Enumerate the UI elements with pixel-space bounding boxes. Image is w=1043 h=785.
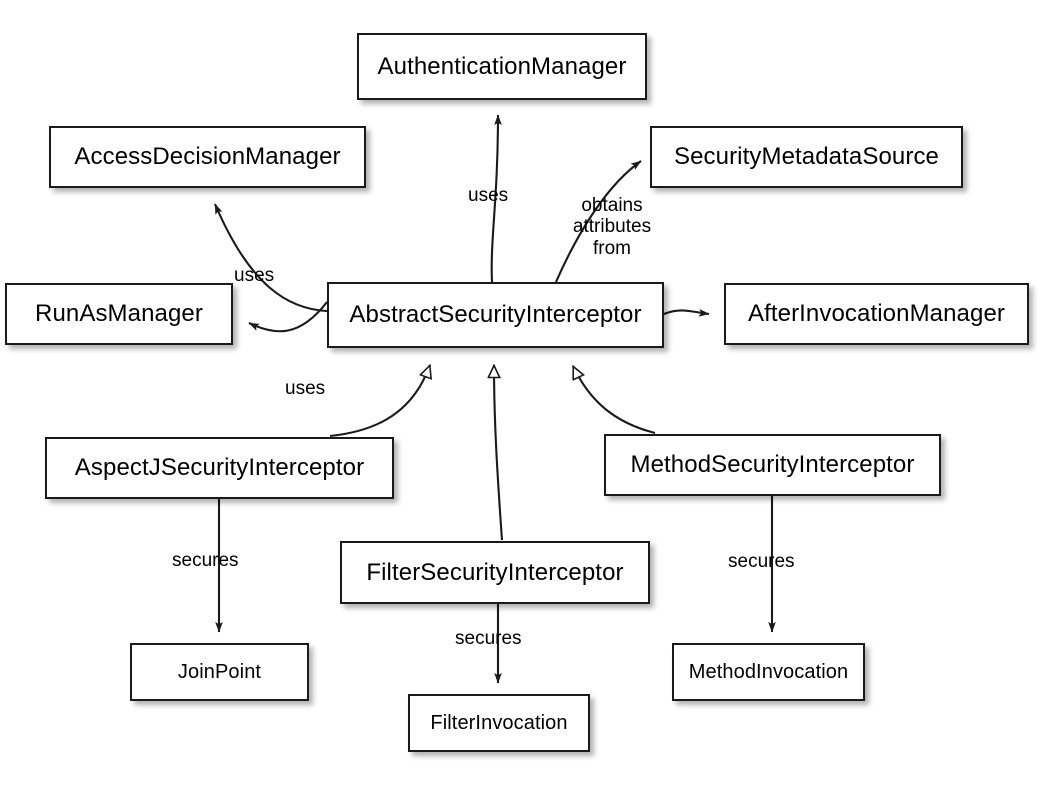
- edge-label-uses-authentication-manager: uses: [468, 185, 509, 206]
- class-box-run-as-manager[interactable]: RunAsManager: [5, 283, 233, 345]
- class-label-filter-security-interceptor: FilterSecurityInterceptor: [366, 558, 624, 586]
- edge-filter-extends-asi: [494, 365, 504, 541]
- class-box-abstract-security-interceptor[interactable]: AbstractSecurityInterceptor: [327, 282, 664, 348]
- class-box-aspectj-security-interceptor[interactable]: AspectJSecurityInterceptor: [45, 437, 394, 499]
- edge-asi-uses-run-as-manager: [248, 301, 328, 333]
- edge-label-secures-method-invocation: secures: [728, 551, 795, 572]
- class-box-method-security-interceptor[interactable]: MethodSecurityInterceptor: [604, 434, 941, 496]
- class-label-filter-invocation: FilterInvocation: [430, 712, 568, 734]
- edge-label-obtains-attributes-from: obtains attributes from: [572, 195, 652, 259]
- class-box-filter-security-interceptor[interactable]: FilterSecurityInterceptor: [340, 541, 650, 604]
- edge-label-secures-join-point: secures: [172, 550, 239, 571]
- class-label-join-point: JoinPoint: [177, 661, 262, 683]
- edge-aspectj-extends-asi: [329, 365, 430, 438]
- edge-label-uses-access-decision-manager: uses: [234, 265, 275, 286]
- class-label-after-invocation-manager: AfterInvocationManager: [747, 300, 1005, 327]
- class-label-method-invocation: MethodInvocation: [688, 661, 849, 683]
- class-label-method-security-interceptor: MethodSecurityInterceptor: [630, 451, 915, 478]
- class-box-filter-invocation[interactable]: FilterInvocation: [408, 694, 590, 752]
- class-label-authentication-manager: AuthenticationManager: [377, 52, 627, 80]
- class-box-authentication-manager[interactable]: AuthenticationManager: [357, 33, 647, 100]
- class-box-method-invocation[interactable]: MethodInvocation: [672, 643, 865, 701]
- edge-label-secures-filter-invocation: secures: [455, 628, 522, 649]
- class-box-after-invocation-manager[interactable]: AfterInvocationManager: [724, 283, 1029, 345]
- class-label-run-as-manager: RunAsManager: [35, 300, 203, 327]
- class-label-aspectj-security-interceptor: AspectJSecurityInterceptor: [74, 454, 365, 481]
- class-label-access-decision-manager: AccessDecisionManager: [74, 143, 341, 170]
- class-label-security-metadata-source: SecurityMetadataSource: [673, 143, 939, 170]
- class-label-abstract-security-interceptor: AbstractSecurityInterceptor: [349, 301, 642, 328]
- class-box-join-point[interactable]: JoinPoint: [130, 643, 309, 701]
- edge-asi-uses-after-invocation-manager: [663, 309, 710, 317]
- edge-method-extends-asi: [572, 366, 656, 435]
- edge-label-uses-aspectj-interceptor: uses: [285, 378, 326, 399]
- class-box-access-decision-manager[interactable]: AccessDecisionManager: [49, 126, 366, 188]
- class-box-security-metadata-source[interactable]: SecurityMetadataSource: [650, 126, 963, 188]
